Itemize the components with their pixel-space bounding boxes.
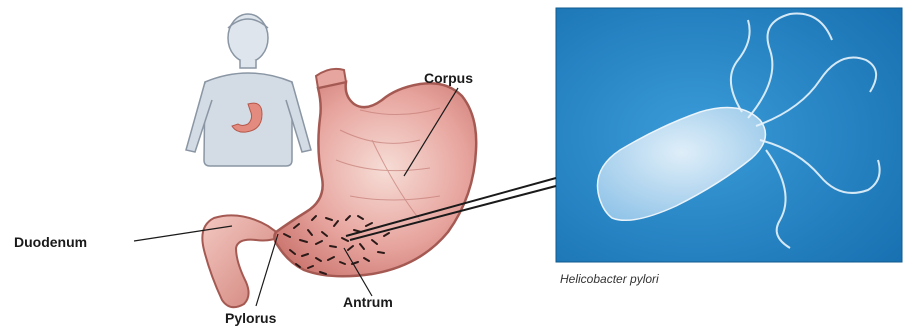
antrum-label: Antrum (343, 294, 393, 310)
corpus-label: Corpus (424, 70, 473, 86)
image-caption: Helicobacter pylori (560, 272, 659, 286)
stomach (274, 82, 476, 276)
pylorus-label: Pylorus (225, 310, 276, 326)
duodenum-label: Duodenum (14, 234, 87, 250)
human-figure-icon (186, 14, 311, 166)
pylorus-leader (256, 234, 278, 306)
micrograph-panel (556, 8, 902, 262)
